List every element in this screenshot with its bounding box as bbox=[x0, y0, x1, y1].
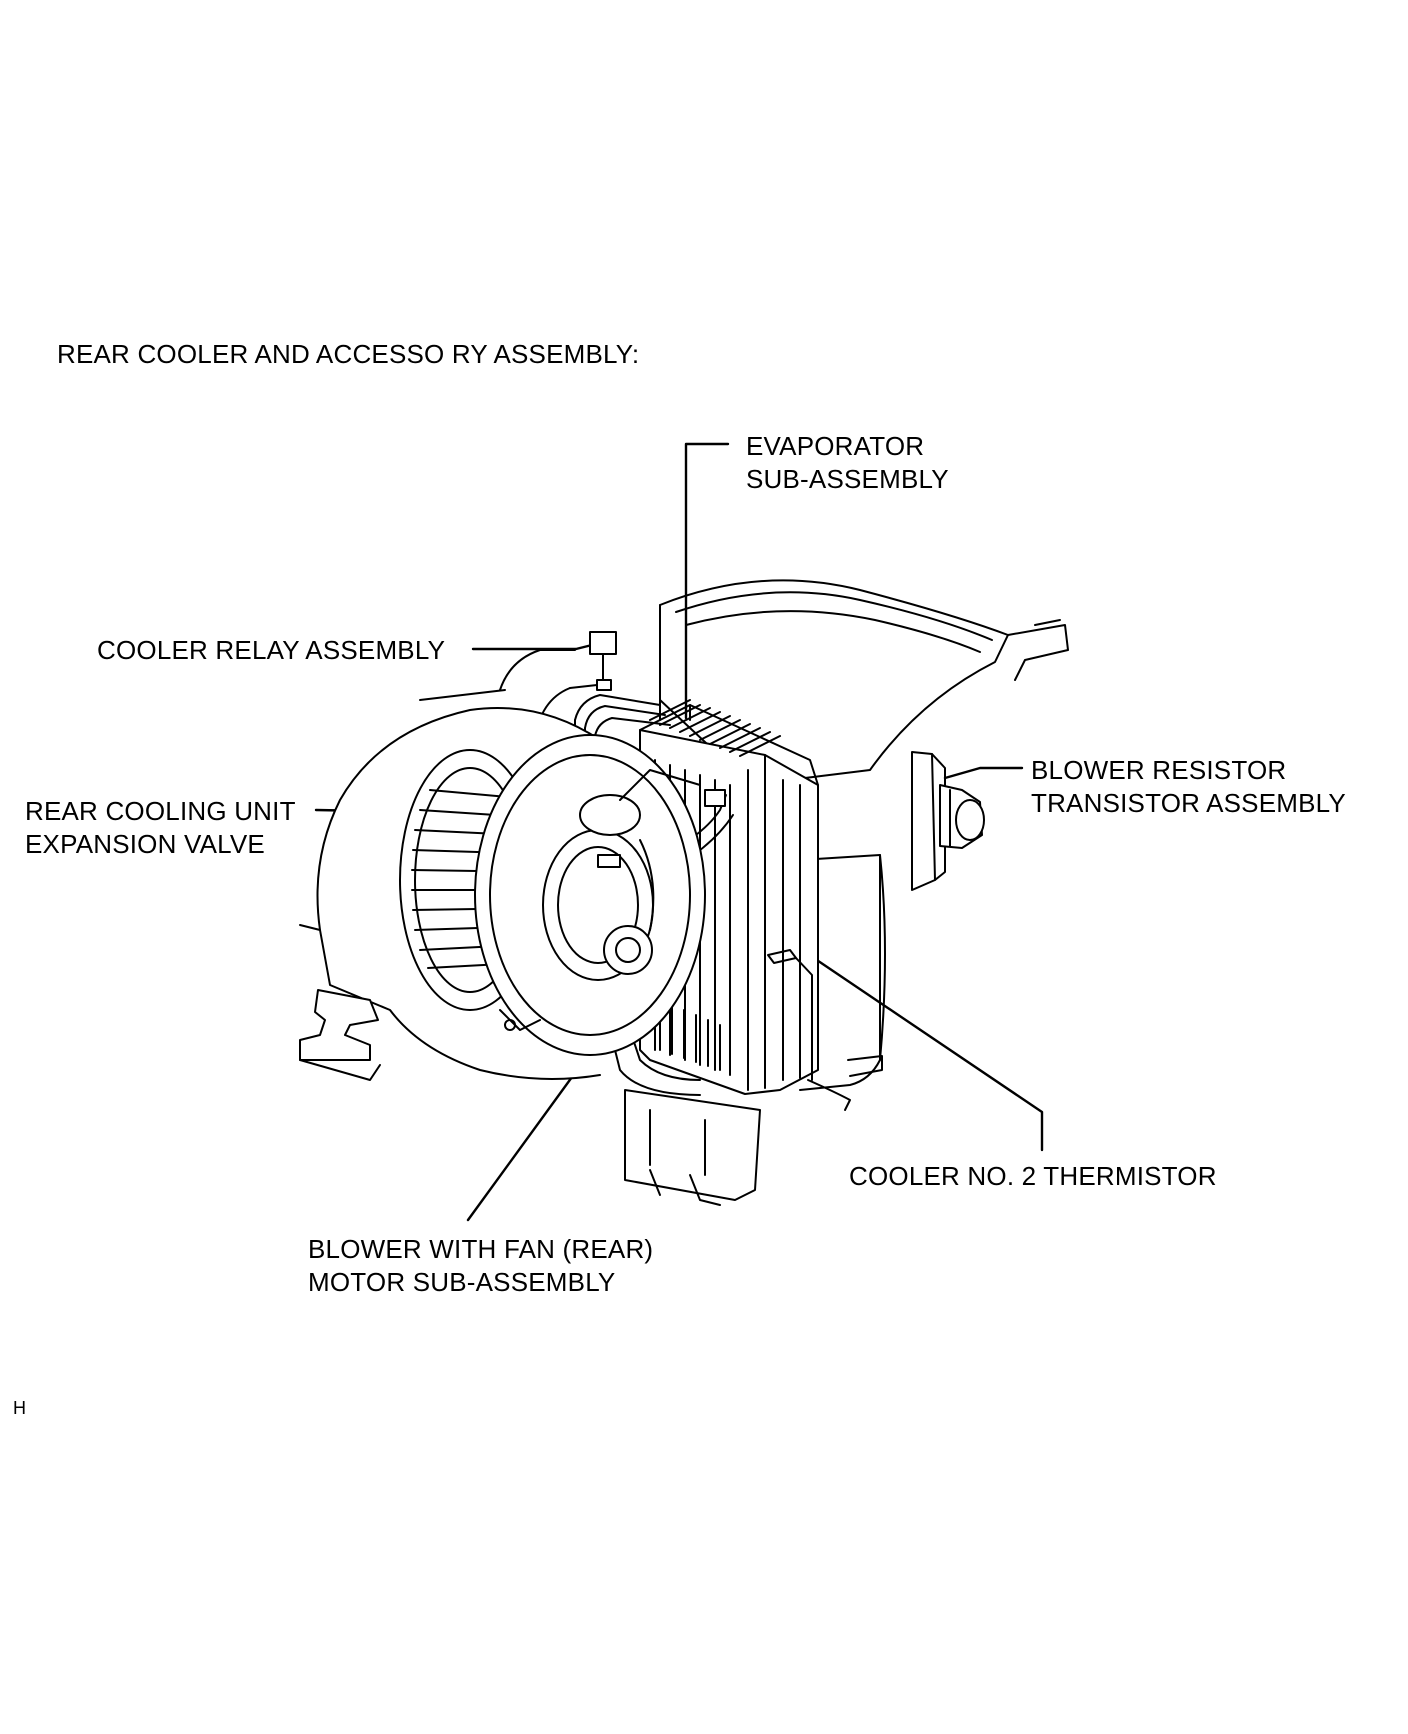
leader-evaporator bbox=[684, 442, 730, 720]
blower-motor bbox=[474, 734, 706, 1056]
label-cooler-relay: COOLER RELAY ASSEMBLY bbox=[97, 635, 446, 665]
leader-thermistor bbox=[800, 948, 1044, 1152]
label-expansion-valve-line2: EXPANSION VALVE bbox=[25, 829, 265, 859]
left-bracket bbox=[299, 989, 381, 1081]
drain-bracket bbox=[624, 1079, 851, 1206]
leader-blower-resistor bbox=[943, 766, 1024, 780]
leader-cooler-relay bbox=[471, 643, 594, 651]
corner-mark: H bbox=[13, 1398, 26, 1418]
expansion-valve bbox=[579, 769, 726, 836]
blower-resistor bbox=[911, 751, 985, 891]
label-blower-motor-line2: MOTOR SUB-ASSEMBLY bbox=[308, 1267, 616, 1297]
label-blower-resistor-line2: TRANSISTOR ASSEMBLY bbox=[1031, 788, 1346, 818]
label-thermistor: COOLER NO. 2 THERMISTOR bbox=[849, 1161, 1217, 1191]
label-blower-resistor-line1: BLOWER RESISTOR bbox=[1031, 755, 1287, 785]
diagram-title: REAR COOLER AND ACCESSO RY ASSEMBLY: bbox=[57, 339, 640, 369]
thermistor bbox=[767, 949, 813, 1081]
label-expansion-valve-line1: REAR COOLING UNIT bbox=[25, 796, 296, 826]
label-evaporator-line1: EVAPORATOR bbox=[746, 431, 925, 461]
label-blower-motor-line1: BLOWER WITH FAN (REAR) bbox=[308, 1234, 654, 1264]
label-evaporator-line2: SUB-ASSEMBLY bbox=[746, 464, 949, 494]
